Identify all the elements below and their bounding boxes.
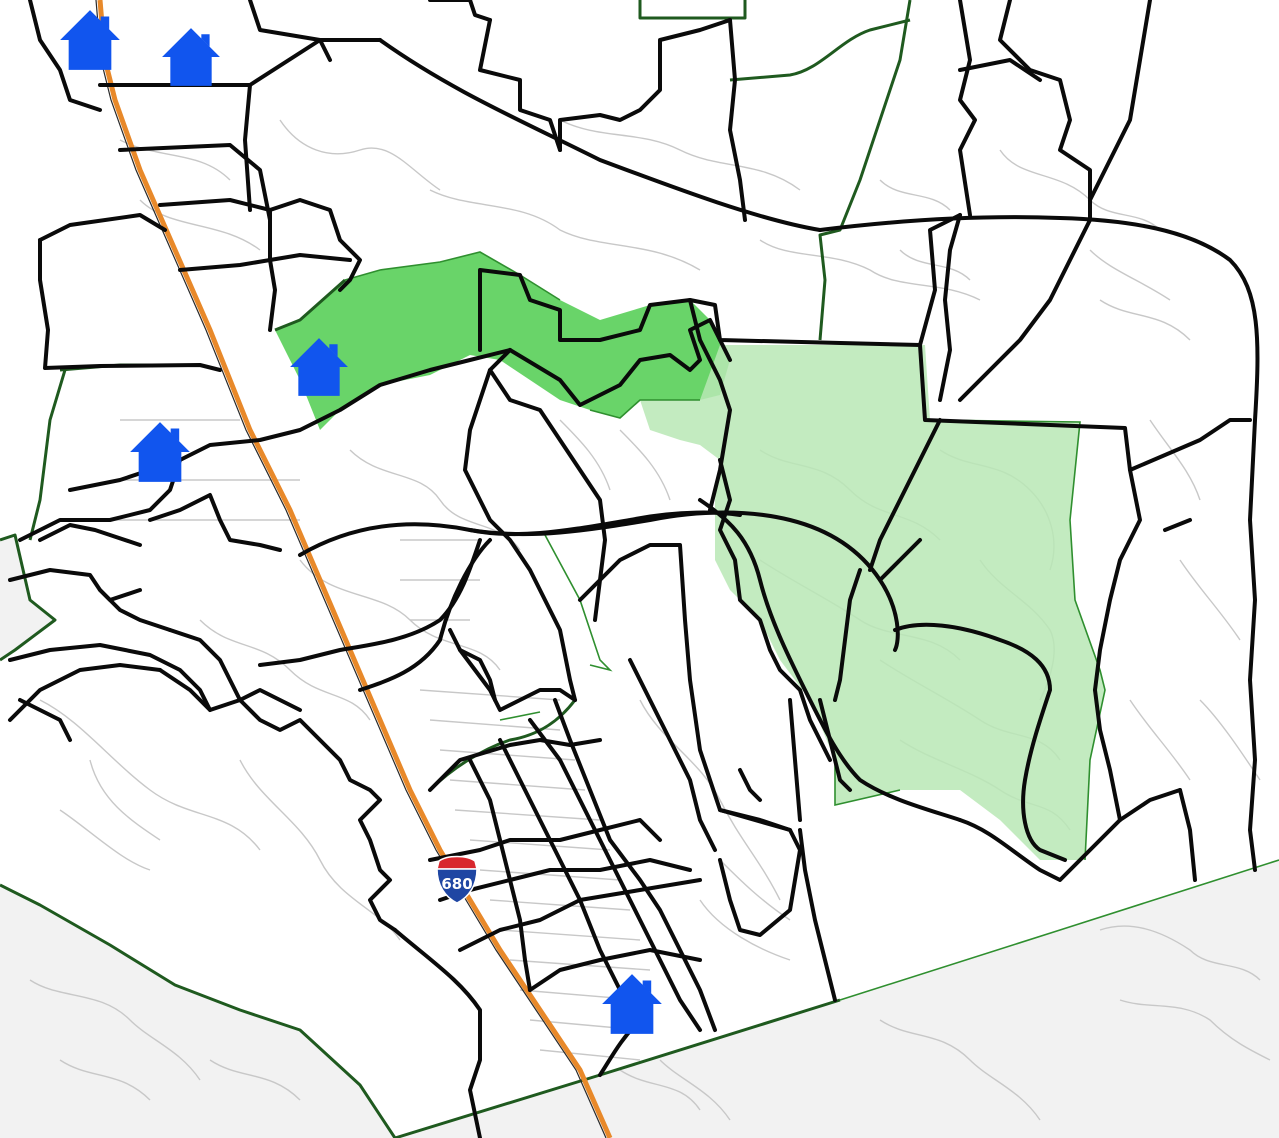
outside-area-southwest [0, 885, 395, 1138]
interstate-shield-icon: 680 [436, 855, 478, 904]
district-fill-light [640, 345, 1105, 860]
house-marker[interactable] [60, 10, 120, 70]
house-marker[interactable] [162, 28, 220, 86]
interstate-680-highway-edge [95, 0, 607, 1138]
house-marker[interactable] [130, 422, 190, 482]
boundary-lines [8, 0, 1260, 1138]
district-lines-thin [344, 251, 1279, 1001]
house-marker[interactable] [602, 974, 662, 1034]
interstate-680-highway [97, 0, 613, 1138]
interstate-shield-number: 680 [441, 875, 472, 893]
outside-area-southeast [395, 860, 1279, 1138]
